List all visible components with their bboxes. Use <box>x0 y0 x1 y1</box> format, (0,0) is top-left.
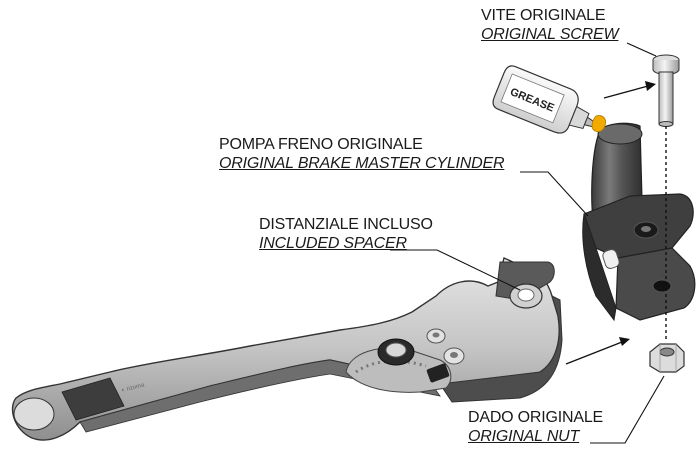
lever-grip-insert <box>61 377 125 421</box>
brake-lever: ◐ rizoma <box>11 257 563 441</box>
cylinder-leader <box>520 171 589 217</box>
nut-hole <box>659 347 675 357</box>
nut-body <box>649 343 685 373</box>
grease-bottle: GREASE <box>492 65 600 134</box>
lever-bolt-2-hole <box>450 352 458 358</box>
adjuster-housing <box>345 347 452 393</box>
label-cylinder-en: ORIGINAL BRAKE MASTER CYLINDER <box>219 155 505 172</box>
mount-lower-hole <box>652 279 672 293</box>
screw-shank <box>658 71 674 125</box>
nut-edges <box>659 344 677 372</box>
lever-bolt-1-hole <box>432 332 440 338</box>
label-nut-en: ORIGINAL NUT <box>468 428 580 445</box>
pivot-bushing-center <box>385 342 407 358</box>
label-nut-it: DADO ORIGINALE <box>468 409 604 426</box>
lever-underside <box>79 359 441 433</box>
label-spacer-it: DISTANZIALE INCLUSO <box>259 216 433 233</box>
label-cylinder-it: POMPA FRENO ORIGINALE <box>219 136 423 153</box>
included-spacer-hole <box>517 288 535 302</box>
master-cylinder <box>582 122 696 322</box>
lever-ball-end <box>13 397 55 431</box>
lever-logo: ◐ rizoma <box>121 382 146 394</box>
grease-arrow <box>603 81 656 99</box>
label-screw-en: ORIGINAL SCREW <box>481 26 619 43</box>
original-nut <box>649 343 685 373</box>
lever-pivot-body <box>439 295 563 403</box>
original-screw <box>652 54 680 127</box>
mount-upper-hole-inner <box>641 226 651 232</box>
bottle-label <box>500 73 565 124</box>
label-screw-it: VITE ORIGINALE <box>481 7 606 24</box>
screw-leader <box>626 42 657 57</box>
spacer-leader <box>390 249 521 291</box>
grease-drop <box>591 115 606 132</box>
adjuster-knob <box>426 363 450 383</box>
screw-tip <box>658 121 674 127</box>
cylinder-side <box>582 213 617 322</box>
nut-leader <box>590 375 665 444</box>
cylinder-top <box>597 123 643 145</box>
lever-insert-arrow <box>565 337 630 365</box>
bottle-neck <box>568 105 590 130</box>
plunger-pin <box>602 249 620 269</box>
label-spacer-en: INCLUDED SPACER <box>259 235 407 252</box>
